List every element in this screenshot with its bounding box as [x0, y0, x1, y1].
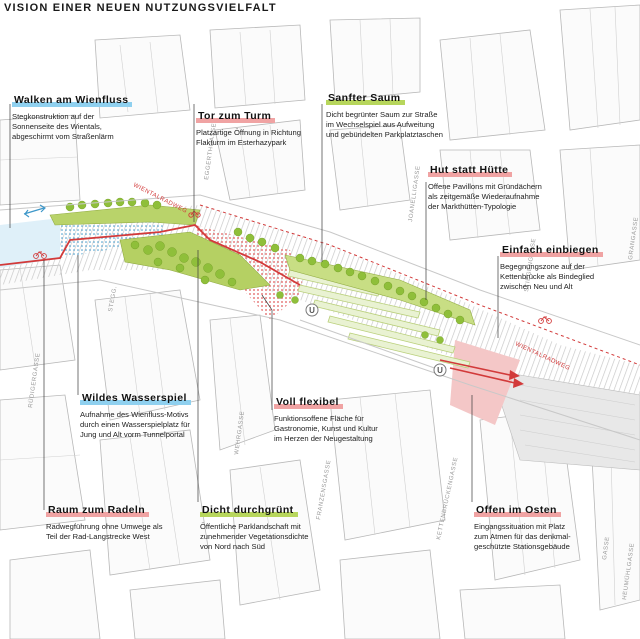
street-label-joanelligasse: JOANELLIGASSE	[408, 165, 422, 222]
annotation-hut: Hut statt Hütte Offene Pavillons mit Grü…	[428, 160, 608, 212]
annotation-text: Radwegführung ohne Umwege als Teil der R…	[46, 522, 163, 541]
bike-route	[0, 204, 640, 384]
annotation-wasser: Wildes Wasserspiel Aufnahme des Wienflus…	[80, 388, 260, 440]
annotation-walken: Walken am Wienfluss Stegkonstruktion auf…	[12, 90, 192, 142]
annotation-text: Eingangssituation mit Platz zum Atmen fü…	[474, 522, 571, 551]
bike-icon	[33, 251, 47, 259]
walk-arrow-icon	[23, 204, 46, 218]
annotation-heading: Offen im Osten	[474, 504, 561, 517]
annotation-text: Offene Pavillons mit Gründächern als zei…	[428, 182, 542, 211]
sanfter-saum-green	[284, 254, 476, 326]
annotation-text: Platzartige Öffnung in Richtung Flakturm…	[196, 128, 301, 147]
annotation-heading: Einfach einbiegen	[500, 244, 603, 257]
trees	[65, 197, 465, 344]
annotation-einfach: Einfach einbiegen Begegnungszone auf der…	[500, 240, 638, 292]
svg-text:U: U	[309, 306, 315, 315]
street-label-gasse-right: GASSE	[602, 536, 611, 560]
annotation-text: Öffentliche Parklandschaft mit zunehmend…	[200, 522, 309, 551]
annotation-heading: Voll flexibel	[274, 396, 343, 409]
building-lines	[0, 6, 621, 606]
platform-grey-area	[489, 369, 640, 471]
pavilion-roofs	[287, 269, 471, 369]
ubahn-symbol-west: U	[305, 303, 319, 317]
annotation-heading: Sanfter Saum	[326, 92, 405, 105]
annotation-text: Stegkonstruktion auf der Sonnenseite des…	[12, 112, 114, 141]
annotation-osten: Offen im Osten Eingangssituation mit Pla…	[474, 500, 640, 552]
leader-lines	[9, 104, 499, 510]
annotation-heading: Tor zum Turm	[196, 110, 276, 123]
water-playground	[0, 218, 60, 268]
annotation-text: Dicht begrünter Saum zur Straße im Wechs…	[326, 110, 443, 139]
annotation-text: Begegnungszone auf der Kettenbrücke als …	[500, 262, 595, 291]
bike-icon-east	[538, 316, 552, 324]
annotation-radeln: Raum zum Radeln Radwegführung ohne Umweg…	[46, 500, 226, 542]
annotation-heading: Raum zum Radeln	[46, 504, 150, 517]
roads	[0, 194, 640, 441]
svg-text:U: U	[437, 366, 443, 375]
annotation-text: Aufnahme des Wienfluss-Motivs durch eine…	[80, 410, 190, 439]
annotation-saum: Sanfter Saum Dicht begrünter Saum zur St…	[326, 88, 506, 140]
ubahn-symbol-east: U	[433, 363, 447, 377]
page-title: VISION EINER NEUEN NUTZUNGSVIELFALT	[4, 2, 277, 14]
annotation-heading: Walken am Wienfluss	[12, 94, 133, 107]
annotation-durchgruent: Dicht durchgrünt Öffentliche Parklandsch…	[200, 500, 380, 552]
street-label-steggasse: STEGG.	[108, 285, 118, 312]
annotation-tor: Tor zum Turm Platzartige Öffnung in Rich…	[196, 106, 376, 148]
annotation-heading: Hut statt Hütte	[428, 164, 513, 177]
annotation-flexibel: Voll flexibel Funktionsoffene Fläche für…	[274, 392, 454, 444]
bike-arrow-head-2	[513, 378, 524, 388]
annotation-heading: Wildes Wasserspiel	[80, 392, 191, 405]
bike-arrow-head-1	[509, 370, 520, 380]
platform-lines	[519, 384, 636, 463]
annotation-heading: Dicht durchgrünt	[200, 504, 298, 517]
street-label-grangasse: GRANGASSE	[628, 216, 640, 260]
annotation-text: Funktionsoffene Fläche für Gastronomie, …	[274, 414, 378, 443]
